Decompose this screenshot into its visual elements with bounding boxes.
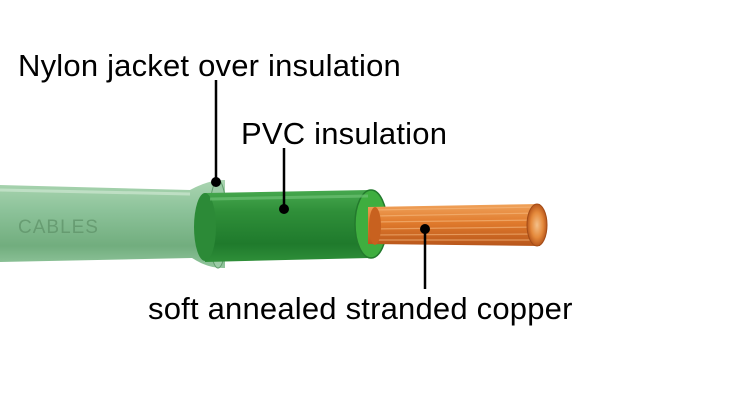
label-pvc-insulation: PVC insulation bbox=[241, 116, 448, 151]
leader-conductor bbox=[420, 224, 430, 289]
leader-insulation bbox=[279, 148, 289, 214]
pvc-insulation bbox=[194, 189, 388, 262]
copper-conductor bbox=[368, 203, 548, 247]
label-copper-conductor: soft annealed stranded copper bbox=[148, 291, 573, 326]
leader-jacket bbox=[211, 80, 221, 187]
jacket-print-marking: CABLES bbox=[18, 217, 99, 238]
label-nylon-jacket: Nylon jacket over insulation bbox=[18, 48, 401, 83]
